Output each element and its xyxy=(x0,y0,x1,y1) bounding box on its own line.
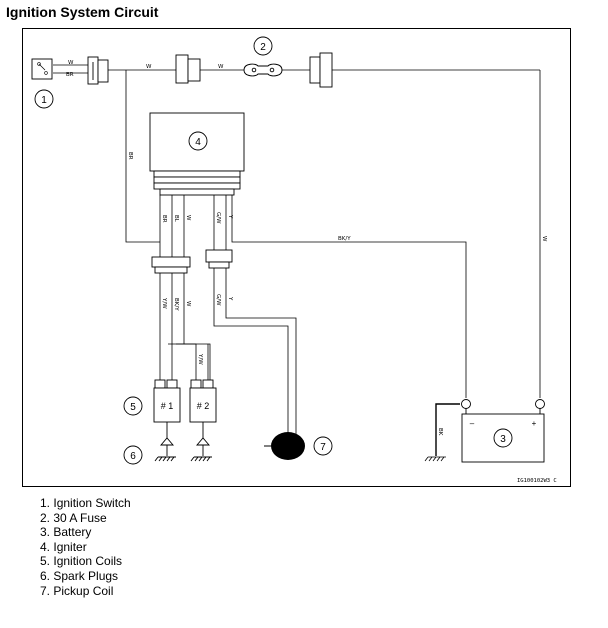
legend-num: 5. xyxy=(40,554,51,569)
ignition-coils xyxy=(153,379,217,438)
label-lower-y: Y xyxy=(227,296,233,301)
figure-code: IG100102W3 C xyxy=(517,478,557,484)
callout-4: 4 xyxy=(195,137,201,148)
label-igniter-y: Y xyxy=(227,214,233,219)
label-lower-yw: Y/W xyxy=(161,297,167,309)
legend-item: 7. Pickup Coil xyxy=(40,584,131,599)
coil-2-label: # 2 xyxy=(197,401,210,411)
legend-num: 7. xyxy=(40,583,51,598)
callout-6: 6 xyxy=(130,451,136,462)
legend-text: 30 A Fuse xyxy=(53,510,107,525)
legend-item: 4. Igniter xyxy=(40,540,131,555)
legend-num: 2. xyxy=(40,510,51,525)
coil-1-label: # 1 xyxy=(161,401,174,411)
label-igniter-bl: BL xyxy=(173,215,179,223)
label-igniter-w: W xyxy=(185,215,191,221)
lower-wires xyxy=(159,268,297,438)
pickup-coil xyxy=(264,432,305,460)
label-br-vertical: BR xyxy=(127,152,133,160)
spark-plugs xyxy=(154,437,212,462)
legend-item: 1. Ignition Switch xyxy=(40,496,131,511)
wiring-diagram: 1 2 3 4 5 6 7 W BR W W W BR BR BL W G/W … xyxy=(22,28,571,487)
legend-num: 6. xyxy=(40,568,51,583)
page-title: Ignition System Circuit xyxy=(6,4,159,20)
switch-connector xyxy=(87,56,109,85)
label-coil-yw: Y/W xyxy=(197,353,203,365)
top-wiring xyxy=(53,64,541,398)
legend-text: Igniter xyxy=(53,539,87,554)
legend-text: Battery xyxy=(53,525,92,540)
battery-pos-label: + xyxy=(532,419,537,428)
label-lower-w: W xyxy=(185,301,191,307)
callout-1: 1 xyxy=(41,95,47,106)
callout-3: 3 xyxy=(500,434,506,445)
coil-harness-connector xyxy=(151,256,191,274)
pickup-connector xyxy=(205,249,233,269)
label-top-w1: W xyxy=(146,64,152,70)
legend-item: 5. Ignition Coils xyxy=(40,554,131,569)
label-right-w: W xyxy=(541,236,547,242)
legend-list: 1. Ignition Switch 2. 30 A Fuse 3. Batte… xyxy=(40,496,131,598)
legend-num: 4. xyxy=(40,539,51,554)
label-bky: BK/Y xyxy=(338,236,351,242)
igniter-wires xyxy=(159,195,467,398)
legend-item: 3. Battery xyxy=(40,525,131,540)
callout-markers xyxy=(34,36,513,465)
ground-symbol xyxy=(424,456,446,462)
label-lower-gw: G/W xyxy=(215,294,221,306)
legend-text: Spark Plugs xyxy=(53,568,119,583)
legend-num: 1. xyxy=(40,496,51,510)
legend-text: Pickup Coil xyxy=(53,583,114,598)
callout-5: 5 xyxy=(130,402,136,413)
mid-connector xyxy=(175,54,201,84)
ignition-switch xyxy=(31,58,53,80)
label-igniter-br: BR xyxy=(161,215,167,223)
callout-7: 7 xyxy=(320,442,326,453)
callout-2: 2 xyxy=(260,42,266,53)
label-sw-br: BR xyxy=(66,72,74,78)
label-igniter-gw: G/W xyxy=(215,212,221,224)
diagram-frame xyxy=(22,28,571,487)
legend-item: 6. Spark Plugs xyxy=(40,569,131,584)
label-ground-bk: BK xyxy=(437,428,443,436)
battery-neg-label: – xyxy=(470,419,475,428)
legend-item: 2. 30 A Fuse xyxy=(40,511,131,526)
label-top-w2: W xyxy=(218,64,224,70)
label-lower-bky: BK/Y xyxy=(173,298,179,311)
label-sw-w: W xyxy=(68,60,74,66)
igniter xyxy=(149,112,245,196)
fuse-30a xyxy=(243,63,283,77)
battery-ground xyxy=(435,403,460,456)
right-connector xyxy=(309,52,333,88)
legend-text: Ignition Switch xyxy=(53,496,131,510)
legend-text: Ignition Coils xyxy=(53,554,123,569)
legend-num: 3. xyxy=(40,525,51,540)
